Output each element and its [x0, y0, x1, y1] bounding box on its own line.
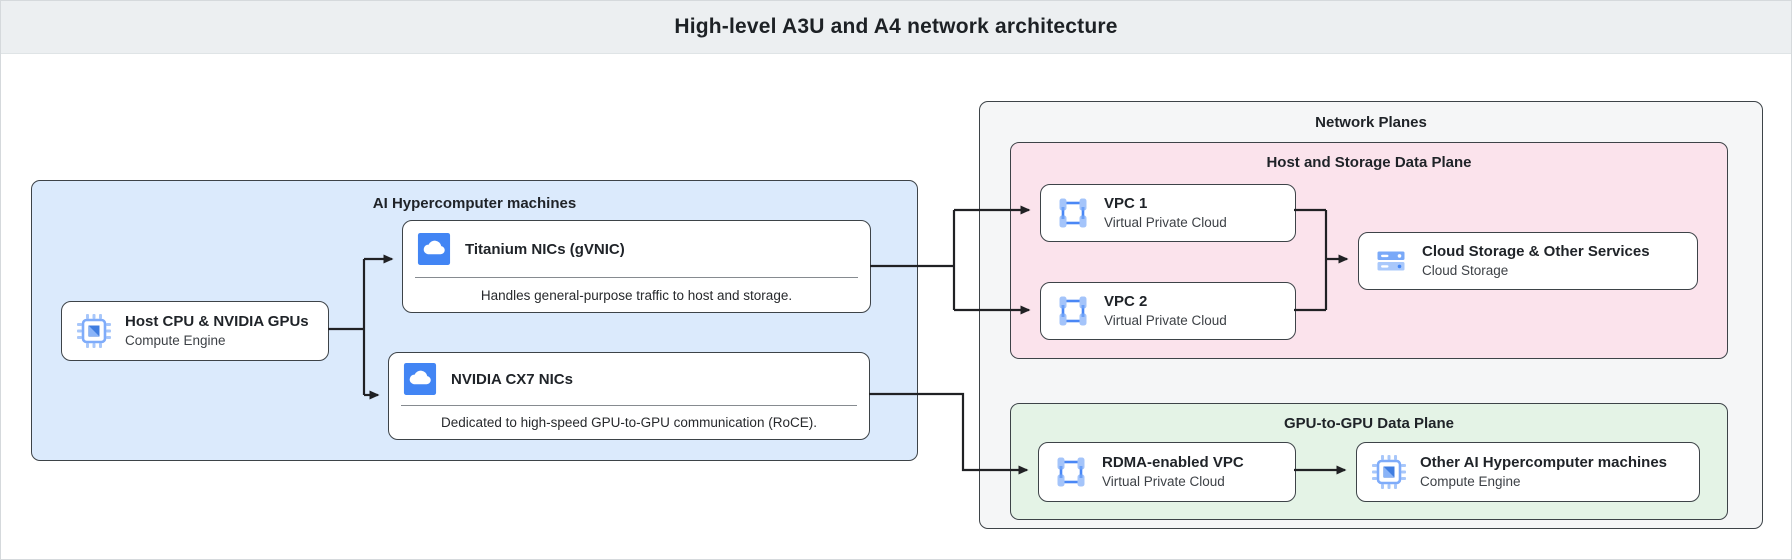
node-caption: Handles general-purpose traffic to host …: [480, 287, 793, 303]
ai-hypercomputer-panel-title: AI Hypercomputer machines: [372, 195, 577, 212]
compute-engine-chip-icon: [76, 313, 112, 349]
node-title: RDMA-enabled VPC: [1102, 453, 1244, 471]
host-cpu-gpu-node: Host CPU & NVIDIA GPUs Compute Engine: [61, 301, 329, 361]
node-title: Cloud Storage & Other Services: [1422, 242, 1650, 260]
vpc2-node: VPC 2 Virtual Private Cloud: [1040, 282, 1296, 340]
node-caption: Dedicated to high-speed GPU-to-GPU commu…: [441, 415, 817, 430]
rdma-vpc-node: RDMA-enabled VPC Virtual Private Cloud: [1038, 442, 1296, 502]
cloud-nic-icon: [403, 362, 437, 396]
node-subtitle: Compute Engine: [1420, 474, 1521, 490]
divider: [415, 277, 858, 278]
vpc-icon: [1056, 456, 1086, 488]
diagram-header: High-level A3U and A4 network architectu…: [1, 1, 1791, 54]
network-planes-title: Network Planes: [1315, 114, 1427, 131]
cloud-storage-node: Cloud Storage & Other Services Cloud Sto…: [1358, 232, 1698, 290]
ai-hypercomputer-panel: AI Hypercomputer machines Host CPU & NVI…: [31, 180, 918, 461]
gpu-to-gpu-data-plane-title: GPU-to-GPU Data Plane: [1283, 415, 1455, 432]
node-title: Other AI Hypercomputer machines: [1420, 453, 1668, 471]
node-subtitle: Virtual Private Cloud: [1104, 313, 1227, 329]
vpc-icon: [1058, 197, 1088, 229]
node-title: VPC 1: [1104, 194, 1148, 212]
node-subtitle: Virtual Private Cloud: [1102, 474, 1225, 490]
network-planes-panel: Network Planes Host and Storage Data Pla…: [979, 101, 1763, 529]
page-title: High-level A3U and A4 network architectu…: [674, 15, 1118, 38]
nvidia-cx7-nic-node: NVIDIA CX7 NICs Dedicated to high-speed …: [388, 352, 870, 440]
divider: [401, 405, 857, 406]
compute-engine-chip-icon: [1371, 454, 1407, 490]
host-storage-data-plane-panel: Host and Storage Data Plane VPC 1 Virtua…: [1010, 142, 1728, 359]
node-subtitle: Cloud Storage: [1422, 263, 1509, 279]
titanium-nic-node: Titanium NICs (gVNIC) Handles general-pu…: [402, 220, 871, 313]
node-subtitle: Compute Engine: [125, 333, 226, 349]
cloud-storage-icon: [1377, 251, 1405, 271]
node-title: Titanium NICs (gVNIC): [465, 240, 625, 258]
gpu-to-gpu-data-plane-panel: GPU-to-GPU Data Plane RDMA-enabled VPC V…: [1010, 403, 1728, 520]
node-title: NVIDIA CX7 NICs: [451, 370, 573, 388]
host-storage-data-plane-title: Host and Storage Data Plane: [1266, 154, 1472, 171]
vpc1-node: VPC 1 Virtual Private Cloud: [1040, 184, 1296, 242]
other-ai-hypercomputer-node: Other AI Hypercomputer machines Compute …: [1356, 442, 1700, 502]
node-title: Host CPU & NVIDIA GPUs: [125, 312, 309, 330]
vpc-icon: [1058, 295, 1088, 327]
node-subtitle: Virtual Private Cloud: [1104, 215, 1227, 231]
cloud-nic-icon: [417, 232, 451, 266]
node-title: VPC 2: [1104, 292, 1148, 310]
